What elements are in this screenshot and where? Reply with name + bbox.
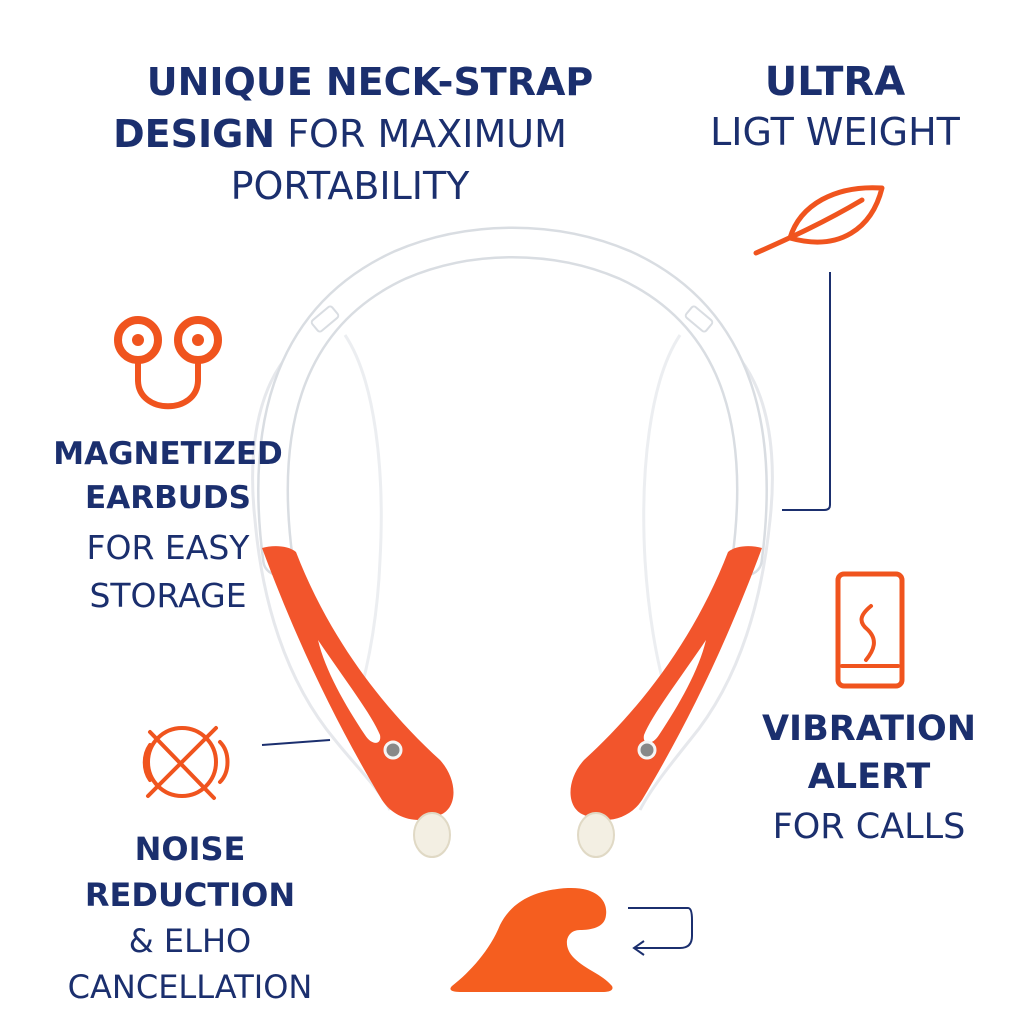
right-band-clip [684, 305, 714, 333]
left-band-clip [310, 305, 340, 333]
feature-vibration-line3: FOR CALLS [772, 807, 966, 847]
feature-neck-strap-line3: PORTABILITY [230, 164, 470, 208]
feature-vibration-line1: VIBRATION [761, 709, 977, 749]
left-inner-cable [343, 334, 383, 701]
feature-noise-line3: & ELHO [128, 922, 252, 960]
feature-magnet-line2: EARBUDS [85, 480, 251, 516]
right-earbud-tip [577, 812, 615, 858]
leaf-icon [753, 185, 885, 256]
right-arm-slot [643, 640, 706, 743]
feature-noise-line4: CANCELLATION [67, 968, 313, 1006]
left-earbud-tip [413, 812, 451, 858]
connector-line-weight [782, 272, 831, 511]
connector-line-tip [628, 907, 693, 949]
right-cable [638, 323, 774, 811]
vibrating-phone-icon [835, 571, 905, 689]
right-button [637, 740, 657, 760]
earbud-tip-icon [450, 887, 613, 992]
neck-band [259, 229, 766, 574]
left-button [383, 740, 403, 760]
right-control-arm [570, 546, 762, 820]
feature-magnet-line1: MAGNETIZED [53, 436, 283, 472]
feature-weight-line1: ULTRA [764, 59, 906, 105]
left-cable [251, 323, 392, 811]
neckband-headset [251, 226, 774, 858]
feature-noise-line1: NOISE [134, 830, 246, 868]
feature-neck-strap-for: FOR MAXIMUM [275, 112, 567, 156]
feature-neck-strap-line2: DESIGN FOR MAXIMUM [60, 112, 620, 158]
left-arm-slot [318, 640, 381, 743]
magnetic-earbuds-icon [114, 316, 222, 410]
feature-noise-line2: REDUCTION [84, 876, 296, 914]
feature-magnet-line4: STORAGE [89, 576, 247, 615]
left-control-arm [262, 546, 454, 820]
noise-cancel-icon [142, 726, 230, 800]
feature-vibration-line2: ALERT [807, 757, 931, 797]
right-inner-cable [642, 334, 682, 701]
feature-neck-strap-design: DESIGN [113, 112, 276, 156]
arrow-head [632, 940, 645, 956]
feature-magnet-line3: FOR EASY [86, 528, 250, 567]
connector-line-noise [261, 739, 331, 746]
feature-weight-line2: LIGT WEIGHT [710, 110, 960, 154]
feature-neck-strap-line1: UNIQUE NECK-STRAP [146, 60, 594, 104]
